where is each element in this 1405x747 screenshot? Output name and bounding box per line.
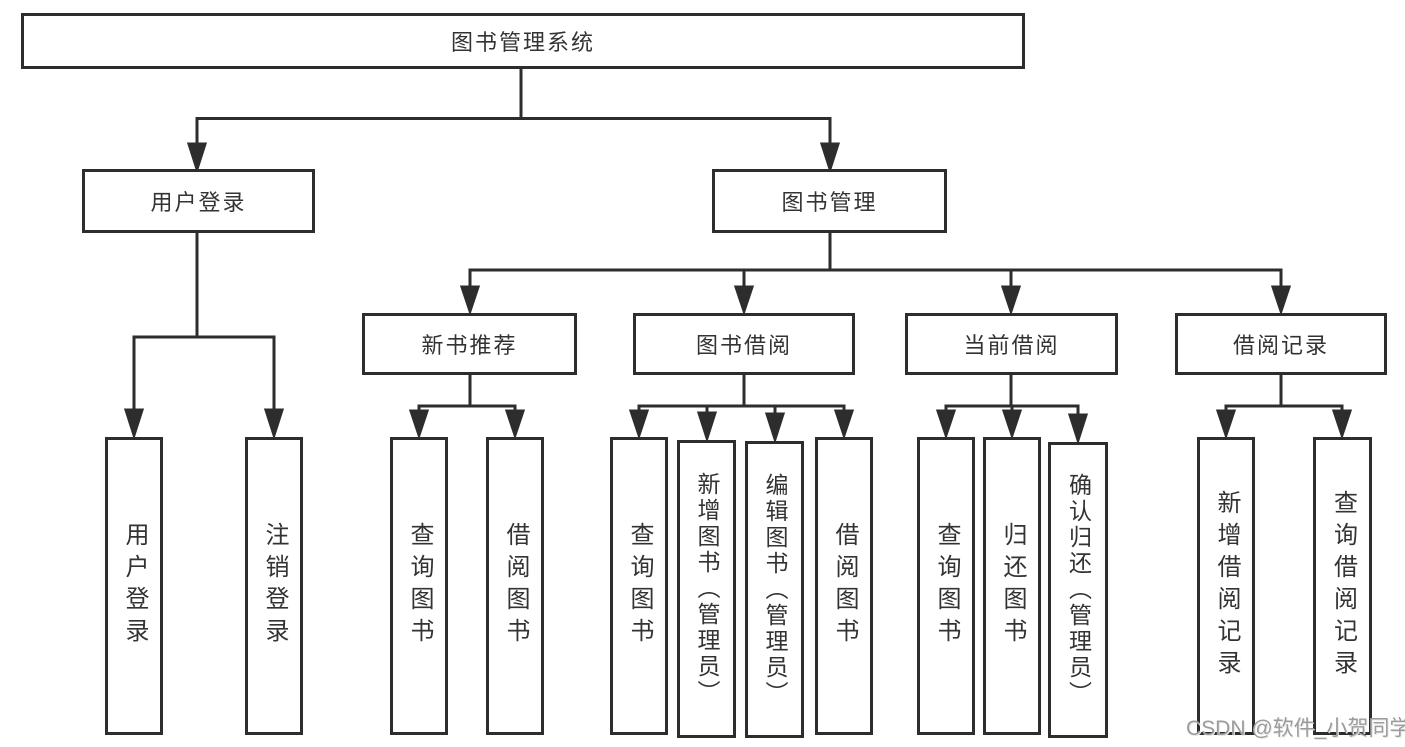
leaf-query-books-recommend-label: 查询图书 (406, 522, 433, 650)
leaf-query-books-current: 查询图书 (917, 437, 975, 735)
leaf-borrow-books: 借阅图书 (815, 437, 873, 735)
node-borrow-records-label: 借阅记录 (1232, 333, 1329, 358)
node-root-label: 图书管理系统 (450, 30, 595, 55)
leaf-edit-books-admin-label: 编辑图书（管理员） (762, 472, 788, 707)
leaf-add-borrow-record: 新增借阅记录 (1197, 437, 1255, 735)
node-new-book-recommend-label: 新书推荐 (421, 333, 518, 358)
leaf-user-login: 用户登录 (105, 437, 163, 735)
node-user-login-label: 用户登录 (150, 190, 247, 215)
leaf-return-books-label: 归还图书 (999, 522, 1026, 650)
leaf-add-books-admin: 新增图书（管理员） (677, 440, 736, 738)
leaf-query-books-recommend: 查询图书 (390, 437, 448, 735)
node-book-management-label: 图书管理 (781, 190, 878, 215)
leaf-logout-label: 注销登录 (261, 522, 288, 650)
leaf-logout: 注销登录 (245, 437, 303, 735)
leaf-borrow-books-recommend: 借阅图书 (486, 437, 544, 735)
leaf-user-login-label: 用户登录 (121, 522, 148, 650)
node-user-login: 用户登录 (82, 169, 315, 233)
leaf-confirm-return-admin: 确认归还（管理员） (1048, 442, 1108, 738)
leaf-confirm-return-admin-label: 确认归还（管理员） (1065, 473, 1092, 707)
leaf-query-books-borrow: 查询图书 (610, 437, 668, 735)
node-borrow-records: 借阅记录 (1175, 313, 1387, 375)
node-current-borrow: 当前借阅 (905, 313, 1118, 375)
node-book-borrow-label: 图书借阅 (695, 333, 792, 358)
node-root: 图书管理系统 (21, 13, 1025, 69)
leaf-borrow-books-label: 借阅图书 (831, 522, 858, 650)
node-book-borrow: 图书借阅 (633, 313, 855, 375)
leaf-borrow-books-recommend-label: 借阅图书 (502, 522, 529, 650)
node-current-borrow-label: 当前借阅 (963, 333, 1060, 358)
node-new-book-recommend: 新书推荐 (362, 313, 577, 375)
leaf-return-books: 归还图书 (983, 437, 1041, 735)
leaf-add-books-admin-label: 新增图书（管理员） (694, 472, 720, 706)
leaf-query-borrow-record: 查询借阅记录 (1313, 437, 1372, 735)
leaf-query-books-borrow-label: 查询图书 (626, 522, 653, 650)
leaf-query-books-current-label: 查询图书 (933, 522, 960, 650)
node-book-management: 图书管理 (712, 169, 947, 233)
leaf-query-borrow-record-label: 查询借阅记录 (1329, 490, 1357, 682)
leaf-edit-books-admin: 编辑图书（管理员） (745, 441, 804, 738)
leaf-add-borrow-record-label: 新增借阅记录 (1213, 490, 1240, 682)
watermark: CSDN @软件_小贺同学 (1186, 717, 1405, 740)
